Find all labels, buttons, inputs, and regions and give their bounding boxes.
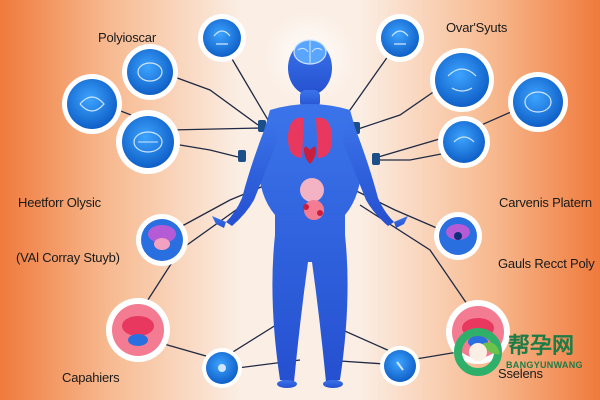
label-low-right: Gauls Recct Poly bbox=[498, 256, 595, 271]
watermark-logo: 帮孕网 BANGYUNWANG bbox=[452, 324, 600, 380]
bottom-nodes bbox=[202, 346, 420, 388]
label-mid-right: Carvenis Platern bbox=[499, 195, 592, 210]
label-top-left: Polyioscar bbox=[98, 30, 156, 45]
node-circles bbox=[62, 14, 568, 174]
heart-icon bbox=[304, 146, 316, 164]
label-bottom-right: Sselens bbox=[498, 366, 543, 381]
label-bottom-left: Capahiers bbox=[62, 370, 120, 385]
label-low-left: (VAl Corray Stuyb) bbox=[16, 250, 120, 265]
lungs-icon bbox=[287, 117, 333, 158]
human-figure-icon bbox=[212, 41, 408, 388]
uterus-icon bbox=[300, 178, 324, 220]
label-top-right: Ovar'Syuts bbox=[446, 20, 508, 35]
watermark-logo-icon bbox=[454, 328, 502, 376]
label-mid-left: Heetforr Olysic bbox=[18, 195, 101, 210]
watermark-text-cn: 帮孕网 bbox=[508, 334, 575, 359]
brain-icon bbox=[293, 39, 327, 65]
watermark-text-en: BANGYUNWANG bbox=[506, 360, 583, 370]
